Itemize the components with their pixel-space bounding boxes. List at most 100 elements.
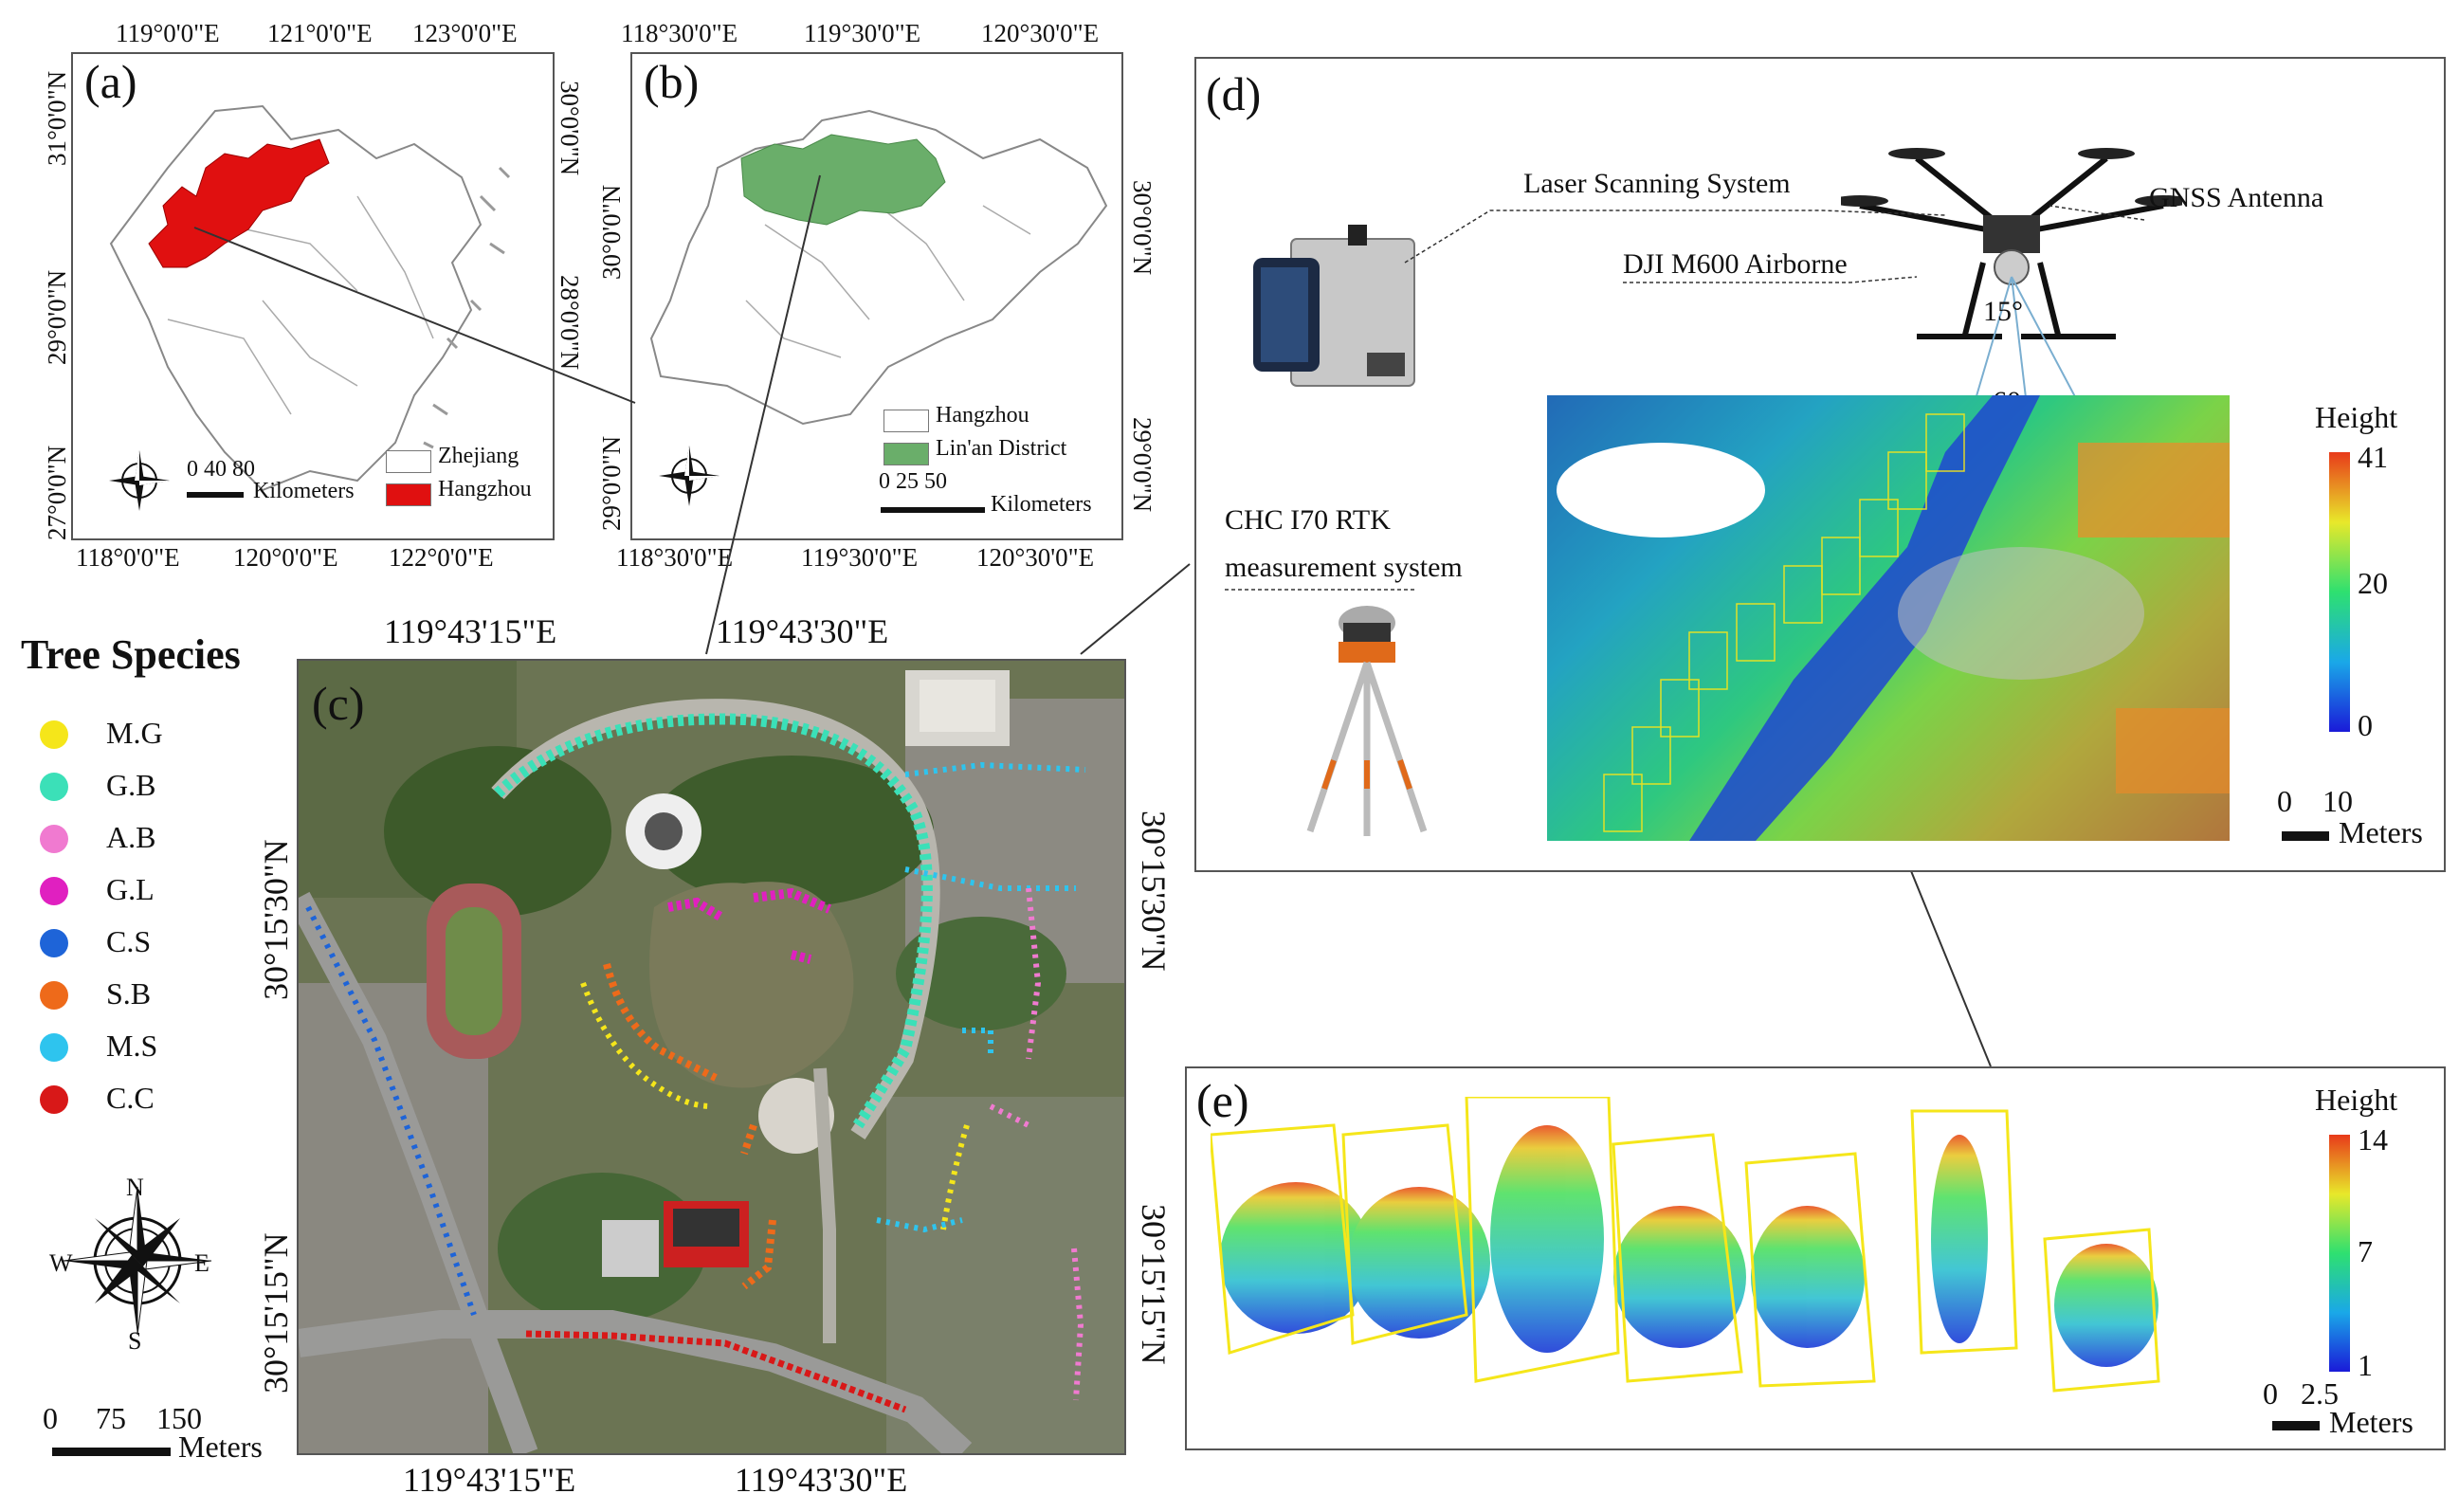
scale-unit-e: Meters [2329, 1405, 2413, 1439]
annotation-laser: Laser Scanning System [1523, 168, 1791, 199]
panel-d-label: (d) [1206, 67, 1262, 120]
panel-c: (c) [297, 659, 1126, 1455]
c-right-tick: 30°15'15"N [1135, 1204, 1173, 1365]
annotation-leaders [1225, 205, 2145, 591]
c-top-tick: 119°43'15"E [384, 612, 557, 650]
b-bottom-tick: 118°30'0"E [616, 543, 734, 572]
species-legend-title: Tree Species [21, 631, 241, 678]
compass-icon [659, 446, 719, 506]
b-top-tick: 119°30'0"E [804, 19, 921, 47]
c-bottom-tick: 119°43'30"E [735, 1461, 908, 1499]
panel-a-label: (a) [84, 55, 137, 108]
compass-s: S [128, 1327, 142, 1355]
a-bottom-tick: 122°0'0"E [389, 543, 494, 572]
hangzhou-region [148, 138, 330, 268]
b-top-tick: 120°30'0"E [981, 19, 1100, 47]
annotation-rtk-1: CHC I70 RTK [1225, 504, 1391, 536]
compass-n: N [126, 1174, 144, 1201]
legend-label-hangzhou: Hangzhou [438, 477, 532, 501]
point-cloud-scene [1547, 395, 2230, 841]
species-label: G.B [106, 768, 156, 802]
annotation-rtk-2: measurement system [1225, 552, 1463, 583]
tree-pointcloud-boxes [1211, 1097, 2160, 1393]
scale-bar-a [187, 492, 244, 498]
compass-icon [109, 450, 170, 511]
panel-c-label: (c) [312, 677, 365, 730]
hangzhou-map [649, 109, 1108, 426]
panel-a: (a) Zhejiang Hangzhou 0 40 80 Kilometers [71, 52, 555, 540]
panel-b: (b) Hangzhou Lin'an District 0 25 50 Kil… [630, 52, 1123, 540]
legend-swatch-hangzhou [386, 483, 431, 506]
bottom-scale-unit: Meters [178, 1430, 263, 1464]
panel-e-label: (e) [1196, 1074, 1249, 1127]
legend-swatch-linan [883, 443, 929, 465]
panel-e: (e) H [1185, 1066, 2446, 1450]
species-label: M.S [106, 1029, 158, 1063]
colorbar-d [2329, 452, 2350, 732]
scale-unit-d: Meters [2339, 815, 2423, 849]
a-bottom-tick: 120°0'0"E [233, 543, 338, 572]
c-left-tick: 30°15'30"N [257, 839, 295, 1000]
scale-numbers-e: 0 2.5 [2263, 1376, 2339, 1411]
bottom-scale-bar [52, 1448, 171, 1456]
legend-label-hangzhou-b: Hangzhou [936, 403, 1029, 428]
colorbar-e-max: 14 [2358, 1122, 2388, 1157]
colorbar-d-max: 41 [2358, 440, 2388, 474]
species-swatch-cs [40, 929, 68, 957]
scale-numbers-b: 0 25 50 [879, 469, 947, 494]
species-swatch-ms [40, 1033, 68, 1062]
panel-d: (d) Laser Scanning System GNSS An [1194, 57, 2446, 872]
drone-icon [1841, 148, 2182, 339]
species-swatch-gl [40, 877, 68, 905]
c-top-tick: 119°43'30"E [716, 612, 889, 650]
rtk-tripod-icon [1306, 606, 1428, 836]
compass-icon [63, 1186, 212, 1336]
a-top-tick: 119°0'0"E [116, 19, 220, 47]
species-swatch-mg [40, 720, 68, 749]
colorbar-d-title: Height [2315, 400, 2398, 434]
colorbar-e-title: Height [2315, 1083, 2398, 1117]
colorbar-d-min: 0 [2358, 708, 2373, 742]
c-left-tick: 30°15'15"N [257, 1232, 295, 1394]
scale-unit-a: Kilometers [253, 479, 355, 503]
species-label: A.B [106, 820, 156, 854]
a-top-tick: 123°0'0"E [412, 19, 518, 47]
scale-numbers-d: 0 10 [2277, 784, 2353, 818]
scale-bar-b [881, 507, 985, 513]
b-bottom-tick: 120°30'0"E [976, 543, 1095, 572]
colorbar-d-mid: 20 [2358, 566, 2388, 600]
colorbar-e-min: 1 [2358, 1348, 2373, 1382]
legend-swatch-hangzhou-b [883, 410, 929, 432]
c-bottom-tick: 119°43'15"E [403, 1461, 576, 1499]
compass-w: W [49, 1249, 73, 1277]
scale-bar-d [2282, 831, 2329, 841]
annotation-angle: 15° [1983, 296, 2023, 327]
laser-scanner-icon [1253, 225, 1415, 387]
species-label: C.C [106, 1081, 155, 1115]
panel-b-label: (b) [644, 55, 700, 108]
annotation-gnss: GNSS Antenna [2149, 182, 2324, 213]
legend-swatch-zhejiang [386, 450, 431, 473]
b-bottom-tick: 119°30'0"E [801, 543, 919, 572]
linan-district [740, 134, 946, 226]
colorbar-e-mid: 7 [2358, 1234, 2373, 1268]
scale-bar-e [2272, 1421, 2320, 1430]
a-top-tick: 121°0'0"E [267, 19, 373, 47]
bottom-scale-numbers: 0 75 150 [43, 1401, 202, 1435]
scale-numbers-a: 0 40 80 [187, 457, 255, 482]
species-swatch-ab [40, 825, 68, 853]
c-right-tick: 30°15'30"N [1135, 811, 1173, 972]
species-swatch-cc [40, 1085, 68, 1114]
colorbar-e [2329, 1135, 2350, 1372]
species-label: M.G [106, 716, 163, 750]
species-label: G.L [106, 872, 155, 906]
a-bottom-tick: 118°0'0"E [76, 543, 180, 572]
species-label: S.B [106, 976, 152, 1011]
species-swatch-gb [40, 773, 68, 801]
compass-e: E [194, 1249, 209, 1277]
campus-satellite-map [299, 661, 1124, 1453]
annotation-dji: DJI M600 Airborne [1623, 248, 1848, 280]
species-label: C.S [106, 924, 152, 958]
zhejiang-map [109, 104, 511, 492]
legend-label-linan: Lin'an District [936, 436, 1067, 461]
